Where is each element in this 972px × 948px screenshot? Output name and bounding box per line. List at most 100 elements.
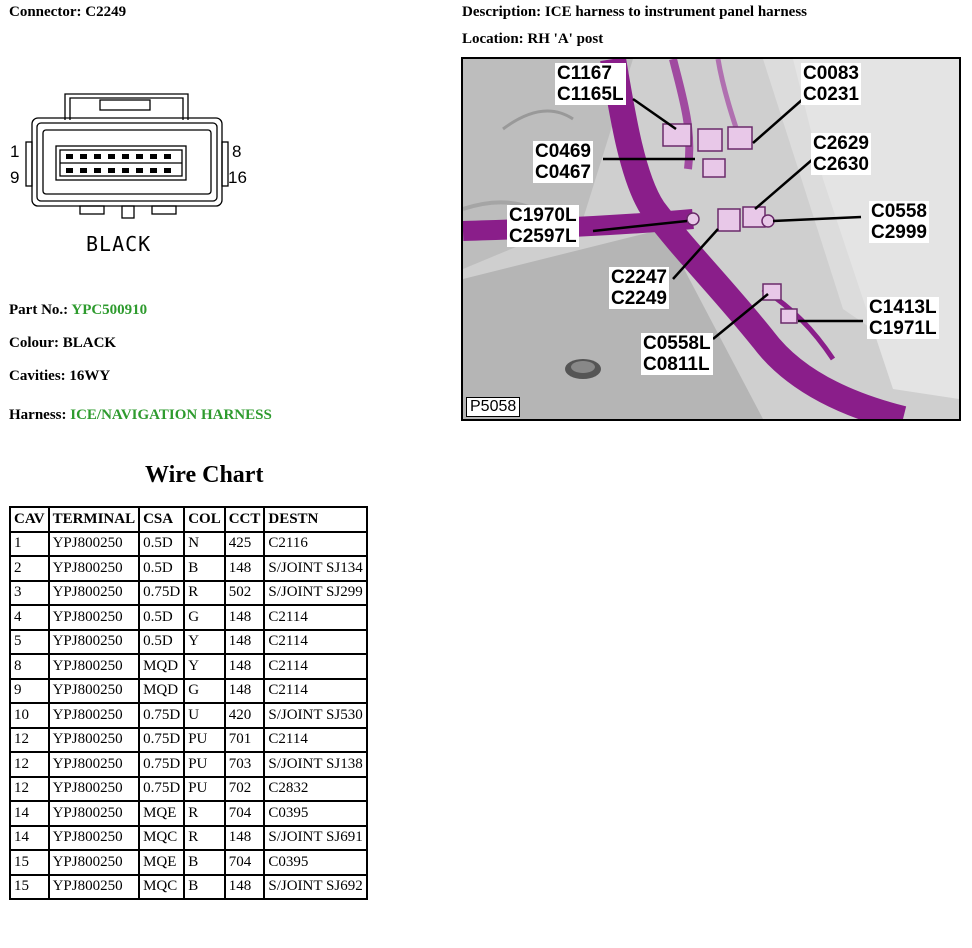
- harness-link[interactable]: ICE/NAVIGATION HARNESS: [70, 407, 272, 423]
- cell-cct: 704: [223, 800, 266, 827]
- connector-heading: Connector: C2249: [9, 4, 126, 21]
- part-number-label: Part No.:: [9, 302, 69, 318]
- cell-terminal: YPJ800250: [47, 824, 141, 851]
- cell-terminal: YPJ800250: [47, 775, 141, 802]
- callout-c0558-c2999: C0558 C2999: [869, 201, 929, 243]
- cell-destn: C2114: [263, 677, 368, 704]
- location-illustration: C1167 C1165L C0083 C0231 C0469 C0467 C26…: [461, 57, 961, 421]
- callout-line: C2629: [813, 133, 869, 154]
- location-heading: Location: RH 'A' post: [462, 31, 603, 48]
- header-col: COL: [183, 506, 226, 533]
- cell-cct: 148: [223, 604, 266, 631]
- cell-destn: S/JOINT SJ138: [263, 751, 368, 778]
- header-terminal: TERMINAL: [47, 506, 141, 533]
- callout-line: C1970L: [509, 205, 577, 226]
- cell-terminal: YPJ800250: [47, 677, 141, 704]
- illustration-reference: P5058: [466, 397, 521, 417]
- cell-cct: 148: [223, 873, 266, 900]
- cell-csa: MQD: [138, 653, 186, 680]
- colour-value: BLACK: [62, 335, 117, 351]
- cell-terminal: YPJ800250: [47, 555, 141, 582]
- cell-col: G: [183, 604, 226, 631]
- cell-destn: C2114: [263, 628, 368, 655]
- connector-label: Connector:: [9, 4, 82, 20]
- cell-cct: 420: [223, 702, 266, 729]
- cell-destn: S/JOINT SJ299: [263, 579, 368, 606]
- connector-face-diagram: 1 8 9 16: [10, 84, 258, 269]
- cell-destn: C2116: [263, 530, 368, 557]
- cell-col: PU: [183, 775, 226, 802]
- wire-chart-title: Wire Chart: [145, 462, 264, 488]
- cavities-line: Cavities: 16WY: [9, 368, 110, 385]
- cell-cav: 3: [9, 579, 50, 606]
- callout-line: C0811L: [643, 354, 710, 375]
- callout-c0083-c0231: C0083 C0231: [801, 63, 861, 105]
- cell-cav: 9: [9, 677, 50, 704]
- harness-line: Harness: ICE/NAVIGATION HARNESS: [9, 407, 272, 424]
- cell-csa: MQC: [138, 873, 186, 900]
- pin-number-top-right: 8: [232, 142, 242, 161]
- callout-line: C2597L: [509, 226, 577, 247]
- cell-destn: C2114: [263, 653, 368, 680]
- cell-terminal: YPJ800250: [47, 726, 141, 753]
- cell-cav: 14: [9, 800, 50, 827]
- connector-value: C2249: [85, 4, 127, 20]
- callout-line: C0469: [535, 141, 591, 162]
- cell-cav: 10: [9, 702, 50, 729]
- callout-c0469-c0467: C0469 C0467: [533, 141, 593, 183]
- pin-number-bottom-left: 9: [10, 168, 20, 187]
- cell-cct: 148: [223, 555, 266, 582]
- cell-terminal: YPJ800250: [47, 873, 141, 900]
- cell-csa: 0.5D: [138, 604, 186, 631]
- callout-line: C2249: [611, 288, 667, 309]
- cell-terminal: YPJ800250: [47, 702, 141, 729]
- cell-col: R: [183, 824, 226, 851]
- callout-line: C0558: [871, 201, 927, 222]
- cell-col: R: [183, 579, 226, 606]
- cell-destn: S/JOINT SJ692: [263, 873, 368, 900]
- callout-line: C2247: [611, 267, 667, 288]
- cell-destn: C0395: [263, 800, 368, 827]
- cell-destn: S/JOINT SJ134: [263, 555, 368, 582]
- cell-csa: MQE: [138, 849, 186, 876]
- cell-csa: MQD: [138, 677, 186, 704]
- cell-cav: 12: [9, 726, 50, 753]
- header-cct: CCT: [223, 506, 266, 533]
- callout-c2629-c2630: C2629 C2630: [811, 133, 871, 175]
- part-number-link[interactable]: YPC500910: [71, 302, 148, 318]
- cell-col: Y: [183, 653, 226, 680]
- connector-color-label: BLACK: [86, 232, 152, 256]
- cell-terminal: YPJ800250: [47, 579, 141, 606]
- cell-destn: C2114: [263, 604, 368, 631]
- cell-cav: 5: [9, 628, 50, 655]
- cell-cct: 148: [223, 628, 266, 655]
- cell-col: PU: [183, 751, 226, 778]
- cell-terminal: YPJ800250: [47, 653, 141, 680]
- cell-destn: S/JOINT SJ691: [263, 824, 368, 851]
- cell-csa: 0.75D: [138, 751, 186, 778]
- cavities-value: 16WY: [69, 368, 111, 384]
- colour-label: Colour:: [9, 335, 59, 351]
- cell-csa: 0.75D: [138, 775, 186, 802]
- cell-cct: 701: [223, 726, 266, 753]
- cell-cct: 148: [223, 824, 266, 851]
- cell-col: Y: [183, 628, 226, 655]
- cell-cav: 12: [9, 775, 50, 802]
- cell-cct: 148: [223, 677, 266, 704]
- cell-cav: 8: [9, 653, 50, 680]
- cell-col: U: [183, 702, 226, 729]
